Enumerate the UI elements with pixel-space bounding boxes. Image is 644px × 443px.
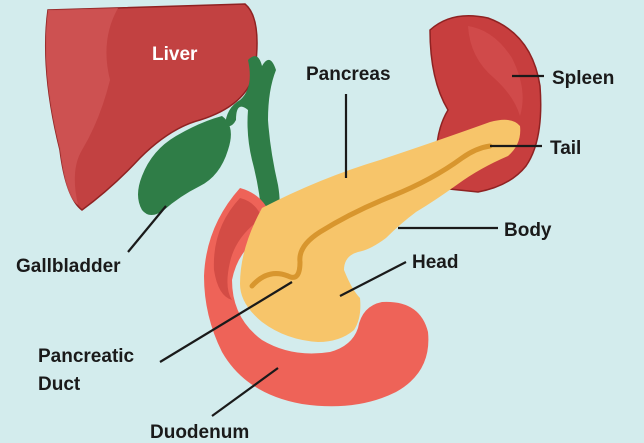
pancreatic-duct-label-line1: Pancreatic <box>38 346 135 367</box>
body-label: Body <box>504 220 552 241</box>
tail-label: Tail <box>550 138 581 159</box>
duodenum-label: Duodenum <box>150 422 249 443</box>
spleen-label: Spleen <box>552 68 614 89</box>
head-label: Head <box>412 252 458 273</box>
pancreatic-duct-label-line2: Duct <box>38 374 81 395</box>
head-leader <box>340 262 406 296</box>
gallbladder-label: Gallbladder <box>16 256 121 277</box>
liver-label: Liver <box>152 44 198 65</box>
pancreas-label: Pancreas <box>306 64 391 85</box>
